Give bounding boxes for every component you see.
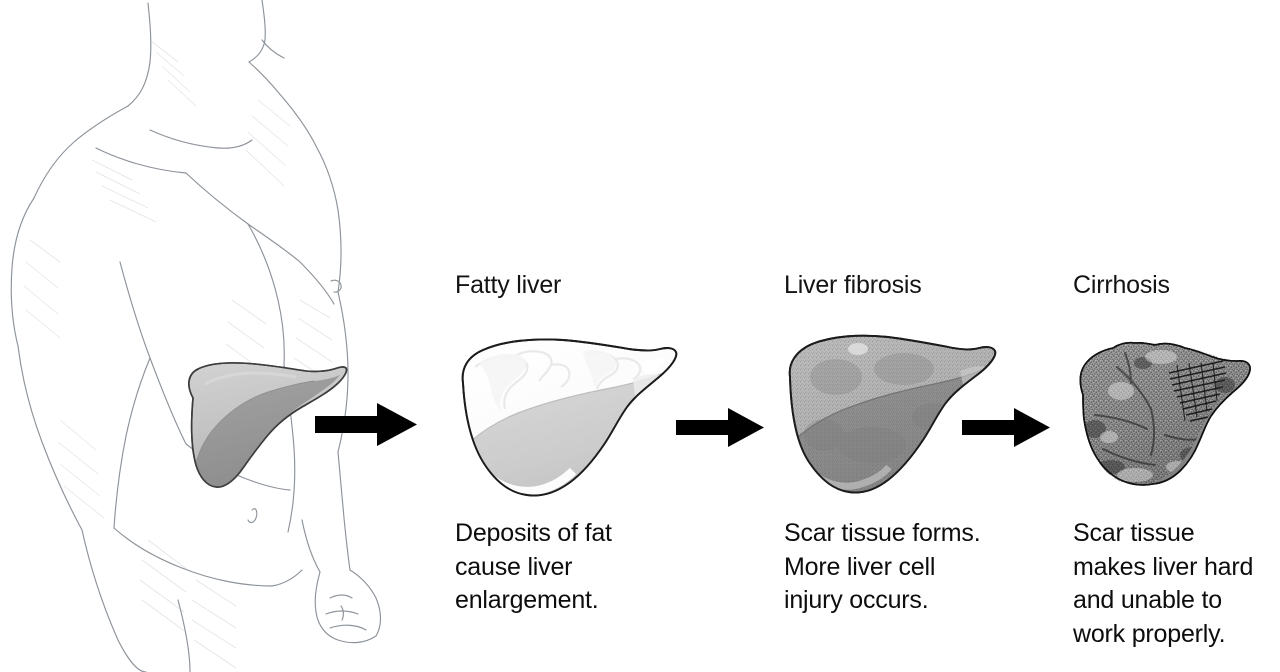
liver-cirrhosis-icon xyxy=(1073,325,1258,500)
liver-fibrosis-icon xyxy=(784,325,1006,500)
progression-arrow-fibrosis-to-cirrhosis xyxy=(962,408,1050,448)
stage-title-fatty-liver: Fatty liver xyxy=(455,271,562,299)
stage-title-cirrhosis: Cirrhosis xyxy=(1073,271,1170,299)
stage-caption-fatty-liver: Deposits of fat cause liver enlargement. xyxy=(455,519,612,614)
torso-sketch-lines xyxy=(10,0,382,672)
stage-caption-liver-fibrosis: Scar tissue forms. More liver cell injur… xyxy=(784,519,981,614)
stage-fatty-liver: Fatty liver xyxy=(455,270,710,618)
stage-title-liver-fibrosis: Liver fibrosis xyxy=(784,271,922,299)
torso-shading xyxy=(23,39,333,669)
human-torso-illustration xyxy=(0,0,440,672)
stage-liver-fibrosis: Liver fibrosis xyxy=(784,270,1019,618)
liver-fatty-icon xyxy=(455,325,695,500)
stage-caption-cirrhosis: Scar tissue makes liver hard and unable … xyxy=(1073,519,1254,648)
liver-normal-in-body-icon xyxy=(188,362,348,488)
stage-cirrhosis: Cirrhosis xyxy=(1073,270,1273,651)
progression-arrow-fatty-to-fibrosis xyxy=(676,408,764,448)
progression-arrow-normal-to-fatty xyxy=(315,403,417,447)
